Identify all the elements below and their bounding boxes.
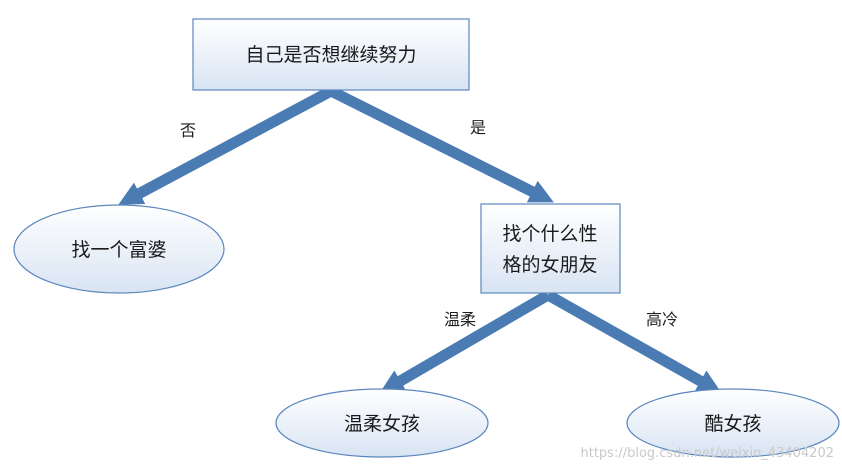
root-node: 自己是否想继续努力 xyxy=(192,18,470,91)
middle-node-line-1: 找个什么性 xyxy=(502,223,597,245)
root-node-label: 自己是否想继续努力 xyxy=(245,44,416,66)
edge-mid-to-gentle xyxy=(379,290,551,394)
left-node: 找一个富婆 xyxy=(13,204,225,294)
gentle-girl-node-label: 温柔女孩 xyxy=(344,413,420,435)
edge-root-to-right xyxy=(328,86,554,203)
watermark: https://blog.csdn.net/weixin_43404202 xyxy=(580,446,834,461)
edge-label-gentle: 温柔 xyxy=(444,310,476,329)
middle-node: 找个什么性 格的女朋友 xyxy=(480,203,621,294)
left-node-label: 找一个富婆 xyxy=(71,239,166,261)
middle-node-line-2: 格的女朋友 xyxy=(502,254,597,276)
cool-girl-node-label: 酷女孩 xyxy=(704,413,761,435)
edges xyxy=(118,86,722,394)
gentle-girl-node: 温柔女孩 xyxy=(275,388,489,458)
cool-girl-node: 酷女孩 xyxy=(626,388,840,458)
edge-label-no: 否 xyxy=(180,121,196,140)
edge-label-cool: 高冷 xyxy=(646,310,678,329)
edge-label-yes: 是 xyxy=(470,118,486,137)
edge-root-to-left xyxy=(118,86,334,205)
edge-mid-to-cool xyxy=(545,290,722,393)
